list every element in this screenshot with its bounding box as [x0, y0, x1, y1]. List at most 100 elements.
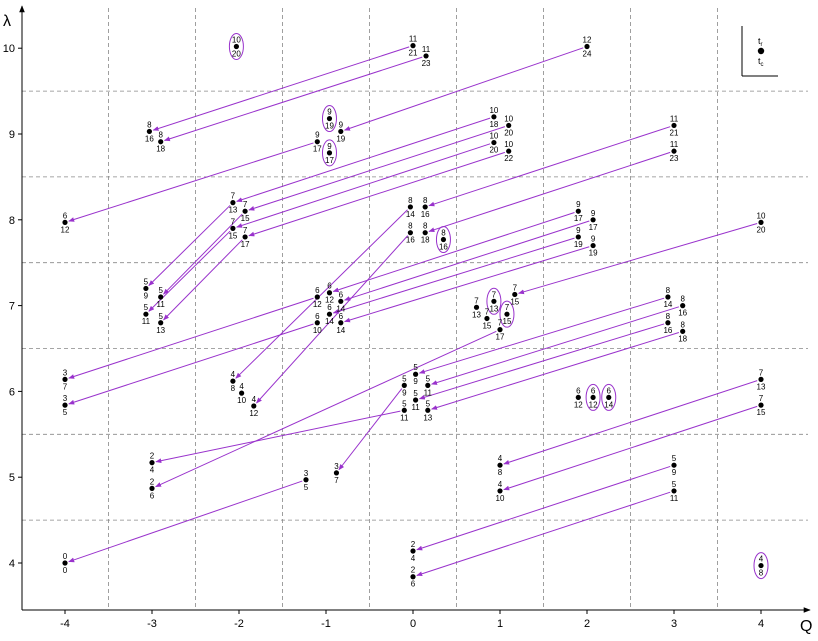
point-label-tc: 16 [145, 134, 154, 143]
point-marker [758, 562, 764, 569]
point-marker [575, 208, 581, 214]
point-marker [158, 139, 164, 145]
point-label-tc: 19 [574, 240, 583, 249]
state-point: 24 [149, 452, 155, 475]
highlight-ellipse [321, 139, 337, 167]
state-point: 816 [678, 295, 687, 318]
point-label-tc: 12 [249, 409, 258, 418]
point-label-tc: 12 [574, 400, 583, 409]
point-label-tr: 7 [505, 303, 510, 312]
state-point: 35 [303, 469, 309, 492]
point-label-tc: 15 [482, 321, 491, 330]
point-marker [143, 311, 149, 317]
point-label-tc: 17 [313, 145, 322, 154]
point-marker [497, 327, 503, 333]
point-label-tr: 9 [591, 235, 596, 244]
point-label-tr: 11 [670, 140, 679, 149]
x-tick-label: -4 [60, 618, 70, 630]
point-marker [326, 115, 333, 122]
highlight-ellipse [228, 32, 244, 60]
point-label-tc: 11 [411, 403, 420, 412]
transition-arrow [503, 405, 758, 491]
point-label-tc: 14 [325, 317, 334, 326]
point-marker [149, 485, 155, 491]
point-label-tr: 8 [147, 120, 152, 129]
point-label-tc: 0 [63, 566, 68, 575]
point-label-tc: 17 [241, 240, 250, 249]
point-label-tr: 2 [411, 540, 416, 549]
transition-arrow [152, 46, 410, 131]
point-label-tc: 12 [61, 225, 70, 234]
state-point: 26 [410, 566, 416, 589]
state-point: 511 [157, 286, 166, 309]
point-label-tc: 14 [604, 400, 613, 409]
point-marker [758, 376, 764, 382]
point-marker [506, 148, 512, 154]
state-point: 59 [143, 277, 149, 300]
state-point: 713 [472, 296, 481, 319]
state-point: 35 [62, 394, 68, 417]
point-label-tr: 8 [441, 229, 446, 238]
state-point: 410 [496, 480, 505, 503]
state-point: 614 [336, 290, 345, 313]
point-marker [506, 122, 512, 129]
point-label-tc: 4 [150, 466, 155, 475]
point-label-tr: 4 [498, 454, 503, 463]
transition-arrow [68, 323, 314, 405]
point-label-tc: 14 [663, 300, 672, 309]
point-label-tc: 7 [63, 382, 68, 391]
transition-arrow [68, 480, 303, 563]
point-marker [242, 208, 248, 214]
x-tick-label: 4 [758, 618, 764, 630]
point-label-tr: 3 [334, 462, 339, 471]
transition-arrow [344, 246, 590, 323]
point-label-tc: 18 [156, 145, 165, 154]
point-marker [575, 394, 581, 401]
state-point: 713 [486, 287, 502, 315]
point-label-tc: 13 [423, 413, 432, 422]
transition-arrow [68, 142, 314, 222]
point-marker [230, 200, 236, 206]
point-marker [303, 477, 309, 483]
state-point: 919 [589, 235, 598, 258]
point-label-tc: 9 [413, 377, 418, 386]
transition-arrow [332, 237, 575, 314]
state-point: 48 [497, 454, 503, 477]
point-label-tr: 5 [413, 389, 418, 398]
point-label-tr: 7 [492, 290, 497, 299]
transition-arrow [431, 332, 680, 410]
transition-arrow [248, 126, 506, 211]
grid-lines [22, 8, 808, 610]
point-label-tr: 5 [158, 286, 163, 295]
point-label-tc: 18 [421, 236, 430, 245]
y-tick-label: 7 [9, 301, 15, 313]
transition-arrow [148, 205, 231, 287]
state-point: 713 [757, 368, 766, 391]
point-marker [590, 394, 596, 401]
transition-arrow [68, 297, 314, 379]
transition-arrow [155, 330, 497, 488]
point-label-tr: 8 [680, 295, 685, 304]
point-label-tr: 7 [243, 226, 248, 235]
state-point: 24 [410, 540, 416, 563]
point-marker [512, 291, 518, 298]
transition-arrow [416, 491, 671, 577]
point-label-tc: 14 [336, 304, 345, 313]
point-marker [422, 230, 428, 236]
state-point: 917 [321, 139, 337, 167]
point-label-tr: 2 [150, 477, 155, 486]
point-label-tc: 24 [583, 49, 592, 58]
state-point: 513 [156, 312, 165, 335]
point-label-tr: 9 [576, 200, 581, 209]
point-marker [401, 407, 407, 413]
point-label-tc: 16 [439, 243, 448, 252]
state-point: 48 [753, 552, 769, 580]
highlight-ellipse [585, 383, 601, 411]
